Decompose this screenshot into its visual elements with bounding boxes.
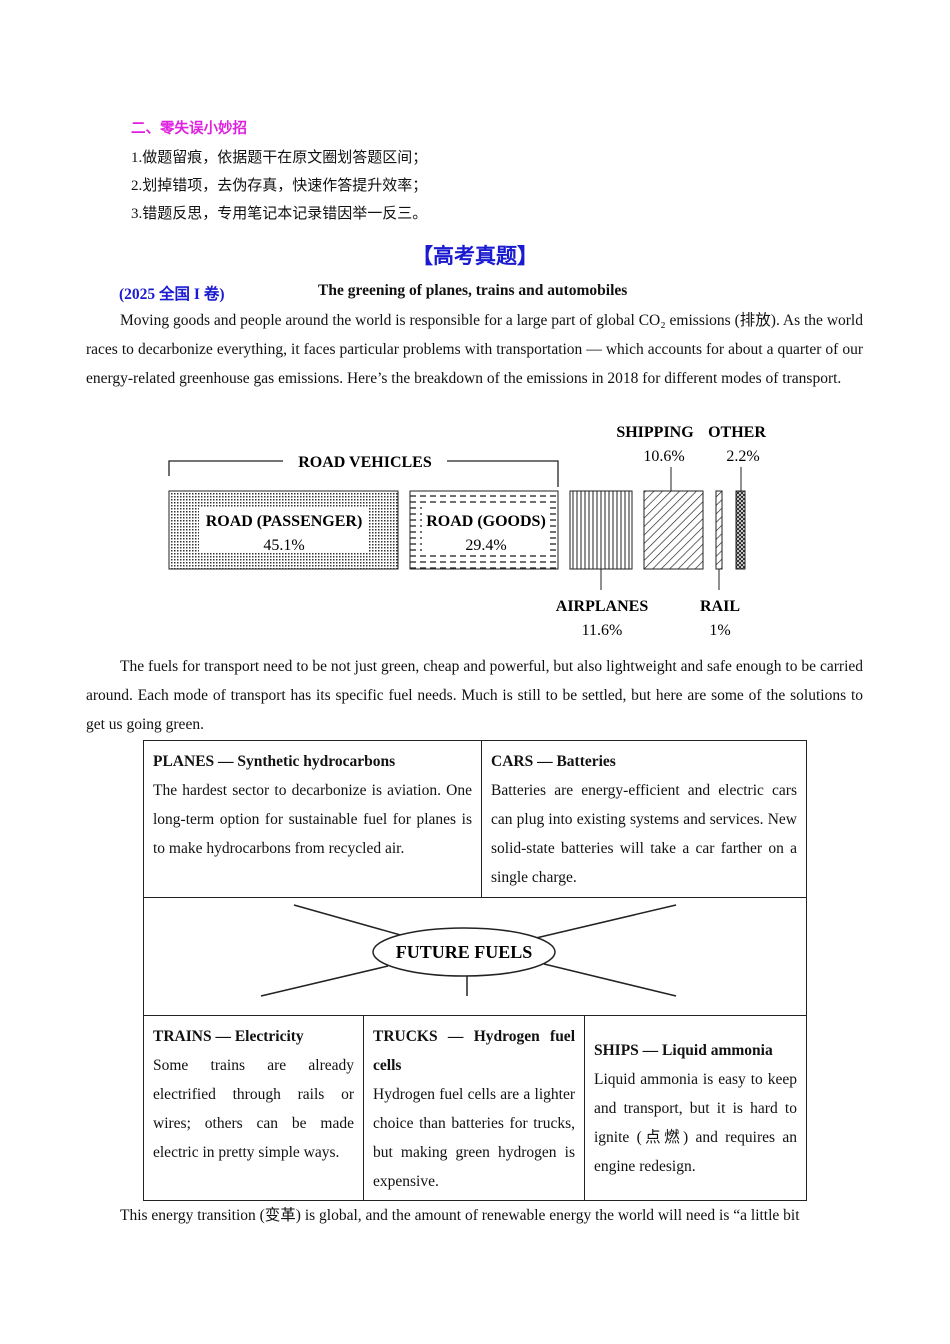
article-title: The greening of planes, trains and autom… bbox=[318, 282, 628, 299]
value-other: 2.2% bbox=[726, 448, 759, 465]
ships-title: SHIPS — Liquid ammonia bbox=[594, 1042, 773, 1059]
value-road-goods: 29.4% bbox=[465, 537, 506, 554]
cell-trucks: TRUCKS — Hydrogen fuel cells Hydrogen fu… bbox=[363, 1015, 585, 1201]
label-rail: RAIL bbox=[700, 598, 740, 615]
value-rail: 1% bbox=[709, 622, 730, 639]
tip-item: 2.划掉错项，去伪存真，快速作答提升效率； bbox=[131, 178, 428, 194]
trains-title: TRAINS — Electricity bbox=[153, 1028, 304, 1045]
label-road-goods: ROAD (GOODS) bbox=[426, 513, 546, 530]
cell-ships: SHIPS — Liquid ammonia Liquid ammonia is… bbox=[584, 1015, 807, 1201]
cars-text: Batteries are energy-efficient and elect… bbox=[491, 782, 797, 886]
source-label: (2025 全国 I 卷) bbox=[119, 286, 225, 303]
emissions-figure: ROAD VEHICLES ROAD (PASSENGER) 45.1% ROA… bbox=[168, 424, 766, 639]
value-airplanes: 11.6% bbox=[582, 622, 623, 639]
paragraph-1: Moving goods and people around the world… bbox=[86, 312, 863, 387]
section-title: 【高考真题】 bbox=[412, 244, 538, 268]
bar-shipping bbox=[643, 490, 704, 570]
planes-text: The hardest sector to decarbonize is avi… bbox=[153, 782, 472, 857]
label-road-passenger: ROAD (PASSENGER) bbox=[206, 513, 363, 530]
paragraph-3: This energy transition (变革) is global, a… bbox=[120, 1207, 800, 1224]
road-vehicles-label: ROAD VEHICLES bbox=[298, 454, 432, 471]
future-fuels-label: FUTURE FUELS bbox=[396, 942, 533, 962]
trains-text: Some trains are already electrified thro… bbox=[153, 1057, 354, 1161]
bar-airplanes bbox=[569, 490, 633, 570]
future-fuels-ellipse bbox=[372, 927, 556, 977]
cell-planes: PLANES — Synthetic hydrocarbons The hard… bbox=[143, 740, 482, 898]
value-road-passenger: 45.1% bbox=[263, 537, 304, 554]
ships-text: Liquid ammonia is easy to keep and trans… bbox=[594, 1071, 797, 1175]
tip-item: 1.做题留痕，依据题干在原文圈划答题区间； bbox=[131, 150, 428, 166]
bar-rail bbox=[715, 490, 723, 570]
road-vehicles-bracket: ROAD VEHICLES bbox=[168, 454, 559, 487]
planes-title: PLANES — Synthetic hydrocarbons bbox=[153, 753, 396, 770]
paragraph-2: The fuels for transport need to be not j… bbox=[86, 658, 863, 733]
value-shipping: 10.6% bbox=[643, 448, 684, 465]
tip-item: 3.错题反思，专用笔记本记录错因举一反三。 bbox=[131, 206, 428, 222]
label-shipping: SHIPPING bbox=[616, 424, 694, 441]
bar-other bbox=[735, 490, 746, 570]
cell-trains: TRAINS — Electricity Some trains are alr… bbox=[143, 1015, 364, 1201]
trucks-title: TRUCKS — Hydrogen fuel cells bbox=[373, 1028, 575, 1074]
tips-heading: 二、零失误小妙招 bbox=[131, 121, 247, 137]
trucks-text: Hydrogen fuel cells are a lighter choice… bbox=[373, 1086, 575, 1190]
label-other: OTHER bbox=[708, 424, 766, 441]
cell-cars: CARS — Batteries Batteries are energy-ef… bbox=[481, 740, 807, 898]
cell-future-fuels: FUTURE FUELS bbox=[143, 897, 807, 1016]
cars-title: CARS — Batteries bbox=[491, 753, 616, 770]
label-airplanes: AIRPLANES bbox=[556, 598, 649, 615]
